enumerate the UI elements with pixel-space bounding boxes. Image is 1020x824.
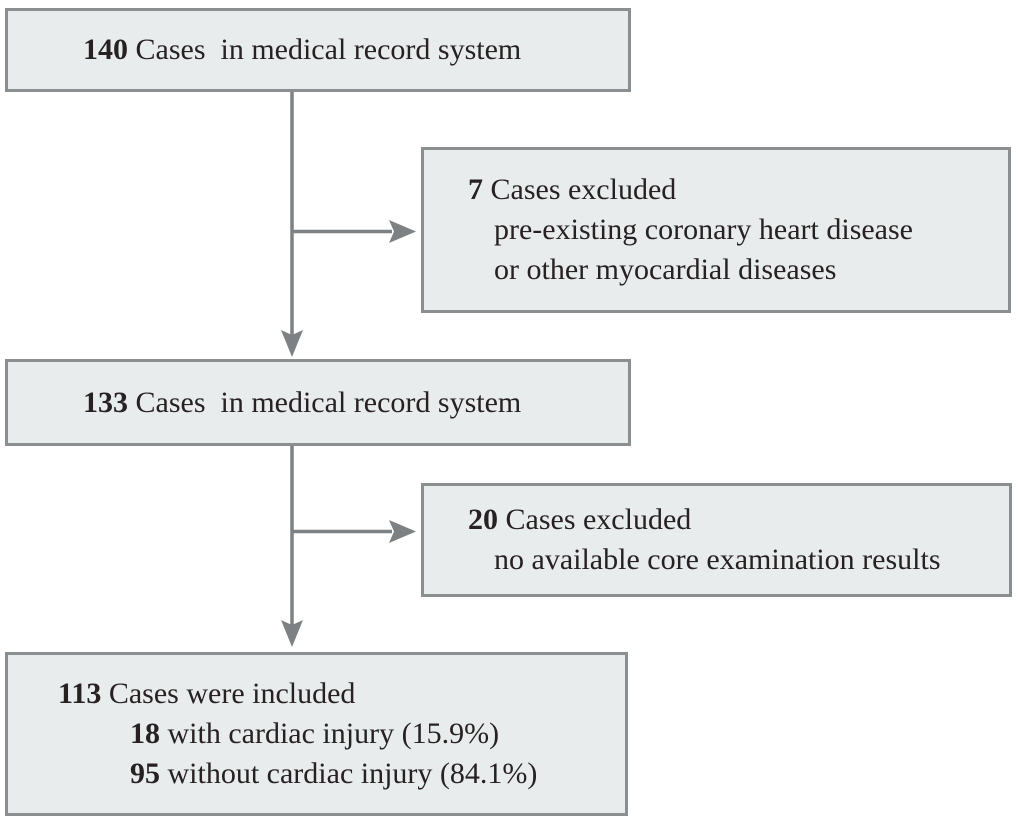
excluded-label: Cases excluded — [498, 503, 692, 536]
node-line: 20 Cases excluded — [468, 500, 1009, 540]
arrow-right-2-head — [389, 520, 416, 543]
node-line: 133 Cases in medical record system — [83, 383, 628, 423]
exclusion-reason: pre-existing coronary heart disease — [494, 213, 913, 246]
node-line: 7 Cases excluded — [468, 170, 1008, 210]
subgroup-count: 95 — [130, 757, 160, 790]
arrow-down-1-head — [281, 330, 303, 357]
excluded-label: Cases excluded — [483, 173, 677, 206]
arrow-right-1-head — [389, 220, 416, 243]
case-count: 133 — [83, 385, 128, 419]
case-label: Cases in medical record system — [128, 385, 522, 419]
node-cases-in-system-133: 133 Cases in medical record system — [5, 359, 631, 446]
node-excluded-20: 20 Cases excluded no available core exam… — [421, 483, 1012, 597]
node-excluded-7: 7 Cases excluded pre-existing coronary h… — [421, 147, 1011, 313]
excluded-count: 20 — [468, 503, 498, 536]
subgroup-label: with cardiac injury (15.9%) — [160, 717, 500, 750]
exclusion-reason: or other myocardial diseases — [494, 253, 837, 286]
excluded-count: 7 — [468, 173, 483, 206]
subgroup-line: 18 with cardiac injury (15.9%) — [58, 714, 625, 754]
subgroup-count: 18 — [130, 717, 160, 750]
arrow-down-2-head — [281, 620, 303, 647]
included-label: Cases were included — [101, 677, 356, 710]
node-line: 140 Cases in medical record system — [83, 30, 628, 70]
subgroup-label: without cardiac injury (84.1%) — [160, 757, 538, 790]
subgroup-line: 95 without cardiac injury (84.1%) — [58, 754, 625, 794]
included-count: 113 — [58, 677, 102, 710]
node-line: 113 Cases were included — [58, 674, 625, 714]
case-count: 140 — [83, 33, 128, 66]
case-label: Cases in medical record system — [128, 33, 522, 66]
node-cases-in-system-140: 140 Cases in medical record system — [5, 8, 631, 92]
exclusion-reason: no available core examination results — [494, 543, 941, 576]
node-included-113: 113 Cases were included 18 with cardiac … — [5, 652, 628, 816]
